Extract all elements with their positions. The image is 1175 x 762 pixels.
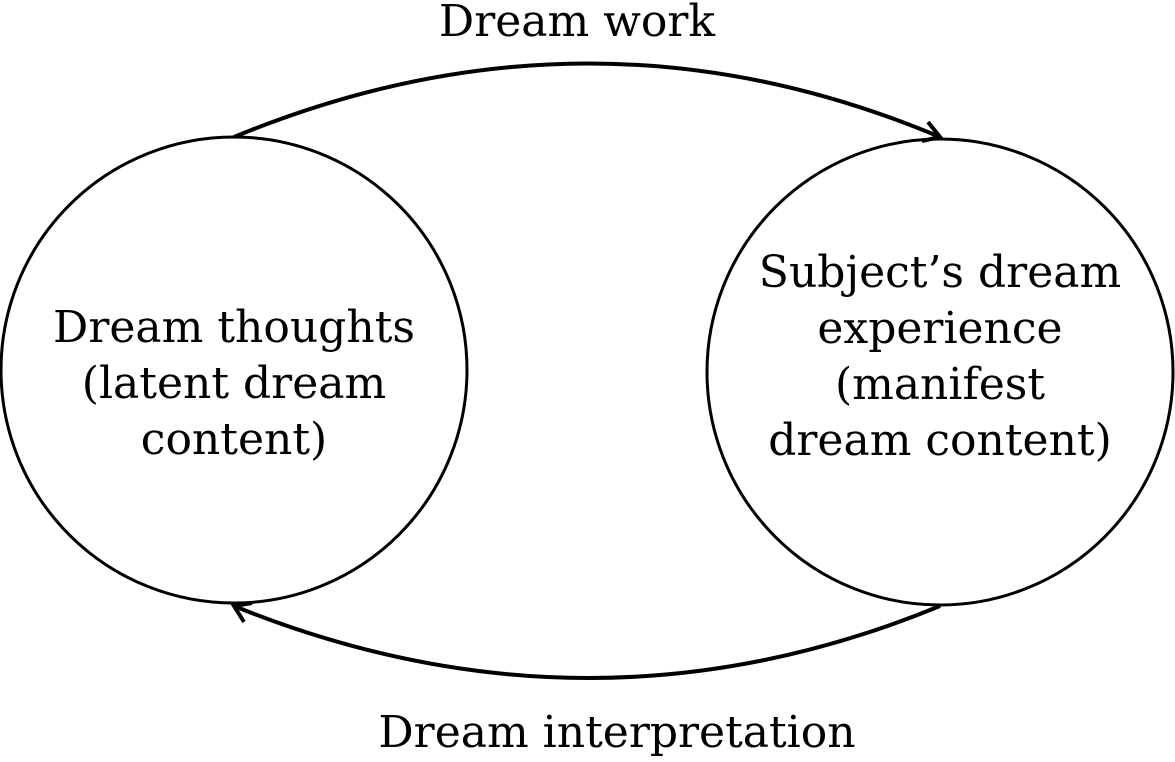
dream-interpretation-arrowhead xyxy=(230,601,253,624)
left-node-line: (latent dream xyxy=(81,358,387,409)
dream-work-arrowhead xyxy=(921,120,944,143)
left-node-line: content) xyxy=(140,414,328,465)
dream-work-label: Dream work xyxy=(438,0,716,47)
dream-work-arrow xyxy=(233,61,941,139)
dream-interpretation-label: Dream interpretation xyxy=(378,707,856,758)
left-node-text: Dream thoughts (latent dream content) xyxy=(14,300,454,468)
left-node-line: Dream thoughts xyxy=(53,302,415,353)
dream-interpretation-arrow xyxy=(233,604,941,680)
right-node-line: dream content) xyxy=(768,415,1112,466)
right-node-text: Subject’s dream experience (manifest dre… xyxy=(720,245,1160,469)
right-node-line: Subject’s dream xyxy=(758,247,1122,298)
right-node-line: experience xyxy=(817,303,1063,354)
right-node-line: (manifest xyxy=(834,359,1046,410)
